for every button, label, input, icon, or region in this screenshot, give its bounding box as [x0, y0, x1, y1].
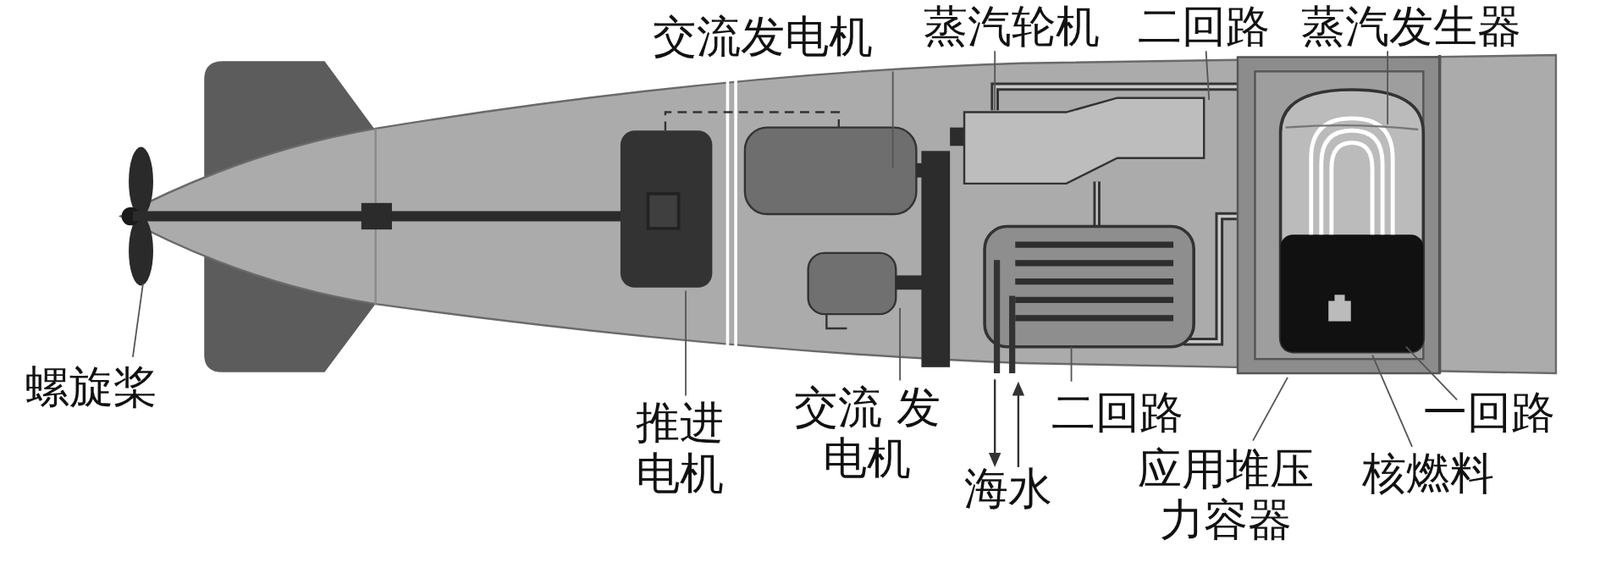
part-label: 蒸汽发生器	[1301, 1, 1522, 53]
part-label: 核燃料	[1362, 448, 1495, 500]
part-label: 一回路	[1423, 387, 1556, 439]
part-label: 二回路	[1051, 387, 1184, 439]
part-label: 交流 发电机	[792, 382, 943, 485]
part-label: 螺旋桨	[25, 362, 158, 414]
part-label: 海水	[964, 463, 1053, 515]
part-label: 二回路	[1137, 1, 1270, 53]
part-label: 蒸汽轮机	[923, 1, 1100, 53]
part-label: 交流发电机	[652, 11, 873, 63]
part-label: 推进 电机	[627, 397, 734, 500]
part-label: 应用堆压 力容器	[1129, 444, 1324, 547]
